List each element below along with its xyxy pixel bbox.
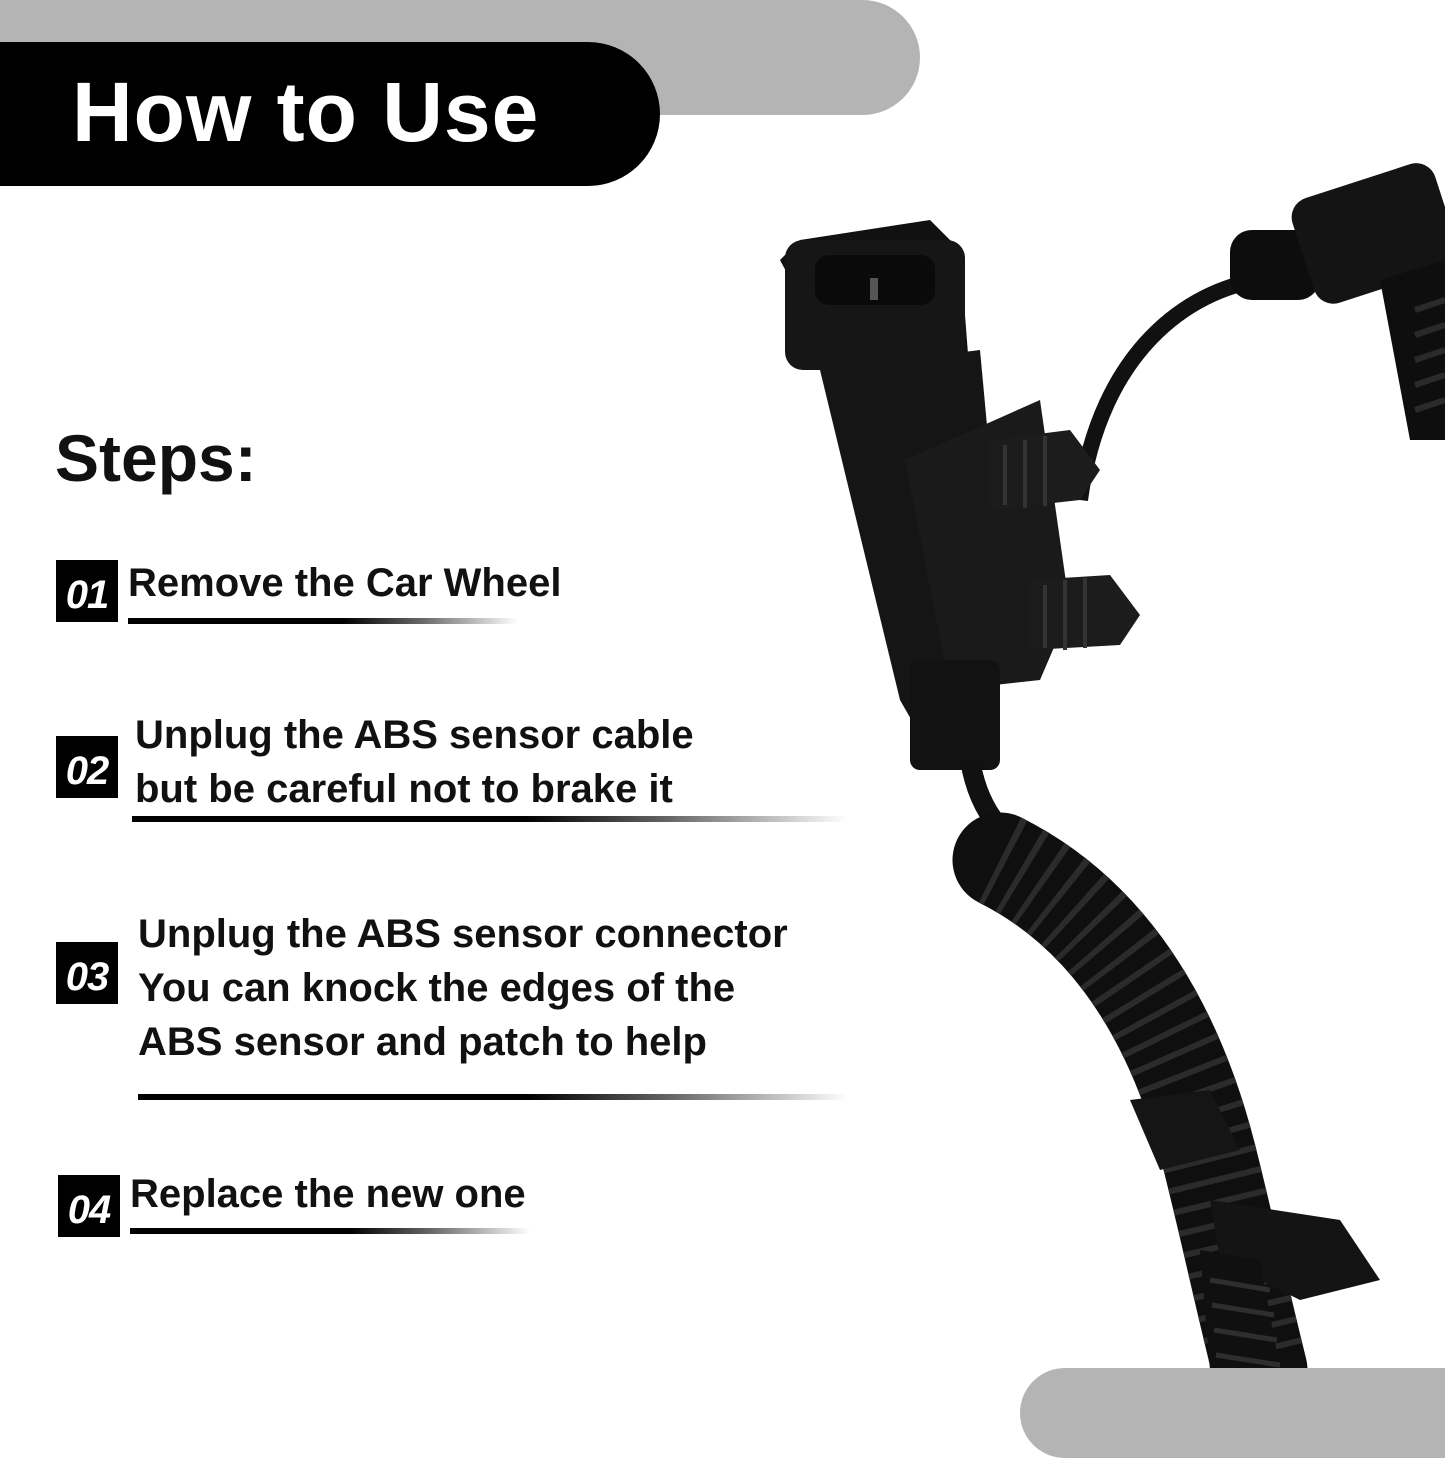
step-number-04: 04 [58, 1175, 120, 1237]
push-clip-icon [990, 430, 1140, 650]
step-text-02-line-1: Unplug the ABS sensor cable [135, 713, 694, 757]
step-text-04-line-1: Replace the new one [130, 1172, 526, 1216]
steps-heading: Steps: [55, 421, 257, 495]
step-underline-01 [128, 618, 518, 624]
step-underline-03 [138, 1094, 848, 1100]
step-text-03-line-1: Unplug the ABS sensor connector [138, 912, 788, 956]
title-banner [0, 42, 660, 186]
bottom-grey-band [1020, 1368, 1445, 1458]
step-number-03: 03 [56, 942, 118, 1004]
top-right-fitting-icon [1230, 163, 1445, 440]
step-text-03-line-3: ABS sensor and patch to help [138, 1020, 707, 1064]
step-number-02: 02 [56, 736, 118, 798]
step-number-01: 01 [56, 560, 118, 622]
step-underline-02 [132, 816, 847, 822]
step-text-01-line-1: Remove the Car Wheel [128, 561, 562, 605]
connector-icon [780, 220, 1070, 770]
page-title: How to Use [72, 65, 540, 159]
step-text-03-line-2: You can knock the edges of the [138, 966, 736, 1010]
lower-clip-icon [1130, 1090, 1380, 1370]
step-text-02-line-2: but be careful not to brake it [135, 767, 673, 811]
abs-sensor-cable-image [780, 163, 1445, 1370]
step-underline-04 [130, 1228, 530, 1234]
